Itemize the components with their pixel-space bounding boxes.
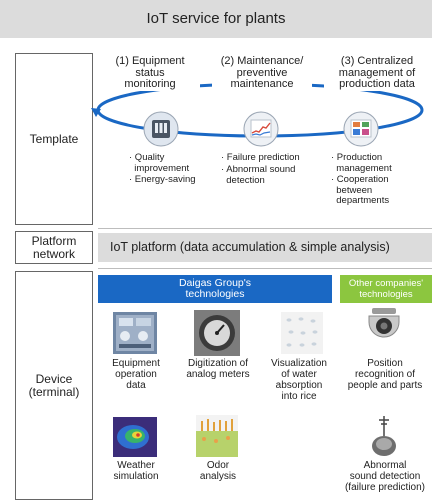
row-label-device: Device (terminal) bbox=[15, 271, 93, 500]
stage-1-bullet: · Quality improvement bbox=[129, 152, 190, 174]
device-caption: Weather simulation bbox=[113, 460, 159, 482]
weather-map-icon bbox=[113, 417, 157, 457]
stage-label-3: (3) Centralized management of production… bbox=[324, 55, 430, 91]
stage-label-2: (2) Maintenance/ preventive maintenance bbox=[212, 55, 312, 91]
device-caption: Abnormal sound detection (failure predic… bbox=[344, 460, 426, 493]
separator bbox=[98, 228, 432, 229]
odor-sensor-icon bbox=[196, 415, 238, 457]
stage-1-bullet: · Energy-saving bbox=[129, 174, 196, 185]
device-caption: Position recognition of people and parts bbox=[347, 358, 423, 391]
daigas-technologies-banner: Daigas Group's technologies bbox=[98, 275, 332, 303]
row-label-template-text: Template bbox=[29, 131, 79, 146]
iot-platform-bar: IoT platform (data accumulation & simple… bbox=[98, 233, 432, 262]
monitoring-panel-icon bbox=[143, 111, 179, 147]
device-caption: Equipment operation data bbox=[112, 358, 160, 391]
analog-meter-icon bbox=[194, 310, 240, 356]
operation-screen-icon bbox=[113, 312, 157, 354]
row-label-device-text: Device (terminal) bbox=[28, 371, 80, 399]
rice-grains-icon bbox=[281, 312, 323, 354]
other-companies-banner: Other companies' technologies bbox=[340, 275, 432, 303]
microphone-icon bbox=[372, 416, 396, 456]
stage-3-bullet: · Cooperation between departments bbox=[331, 174, 390, 206]
trend-graph-icon bbox=[243, 111, 279, 147]
diagram-title: IoT service for plants bbox=[0, 0, 432, 38]
stage-label-1: (1) Equipment status monitoring bbox=[100, 55, 200, 91]
device-caption: Visualization of water absorption into r… bbox=[271, 358, 327, 402]
row-label-template: Template bbox=[15, 53, 93, 225]
row-label-platform-text: Platform network bbox=[31, 233, 77, 261]
stage-2-bullet: · Failure prediction bbox=[221, 152, 300, 163]
device-caption: Digitization of analog meters bbox=[186, 358, 250, 380]
dashboard-icon bbox=[343, 111, 379, 147]
row-label-platform: Platform network bbox=[15, 231, 93, 264]
separator bbox=[98, 268, 432, 269]
dome-camera-icon bbox=[368, 308, 400, 338]
stage-3-bullet: · Production management bbox=[331, 152, 392, 174]
device-caption: Odor analysis bbox=[199, 460, 237, 482]
stage-2-bullet: · Abnormal sound detection bbox=[221, 164, 296, 186]
